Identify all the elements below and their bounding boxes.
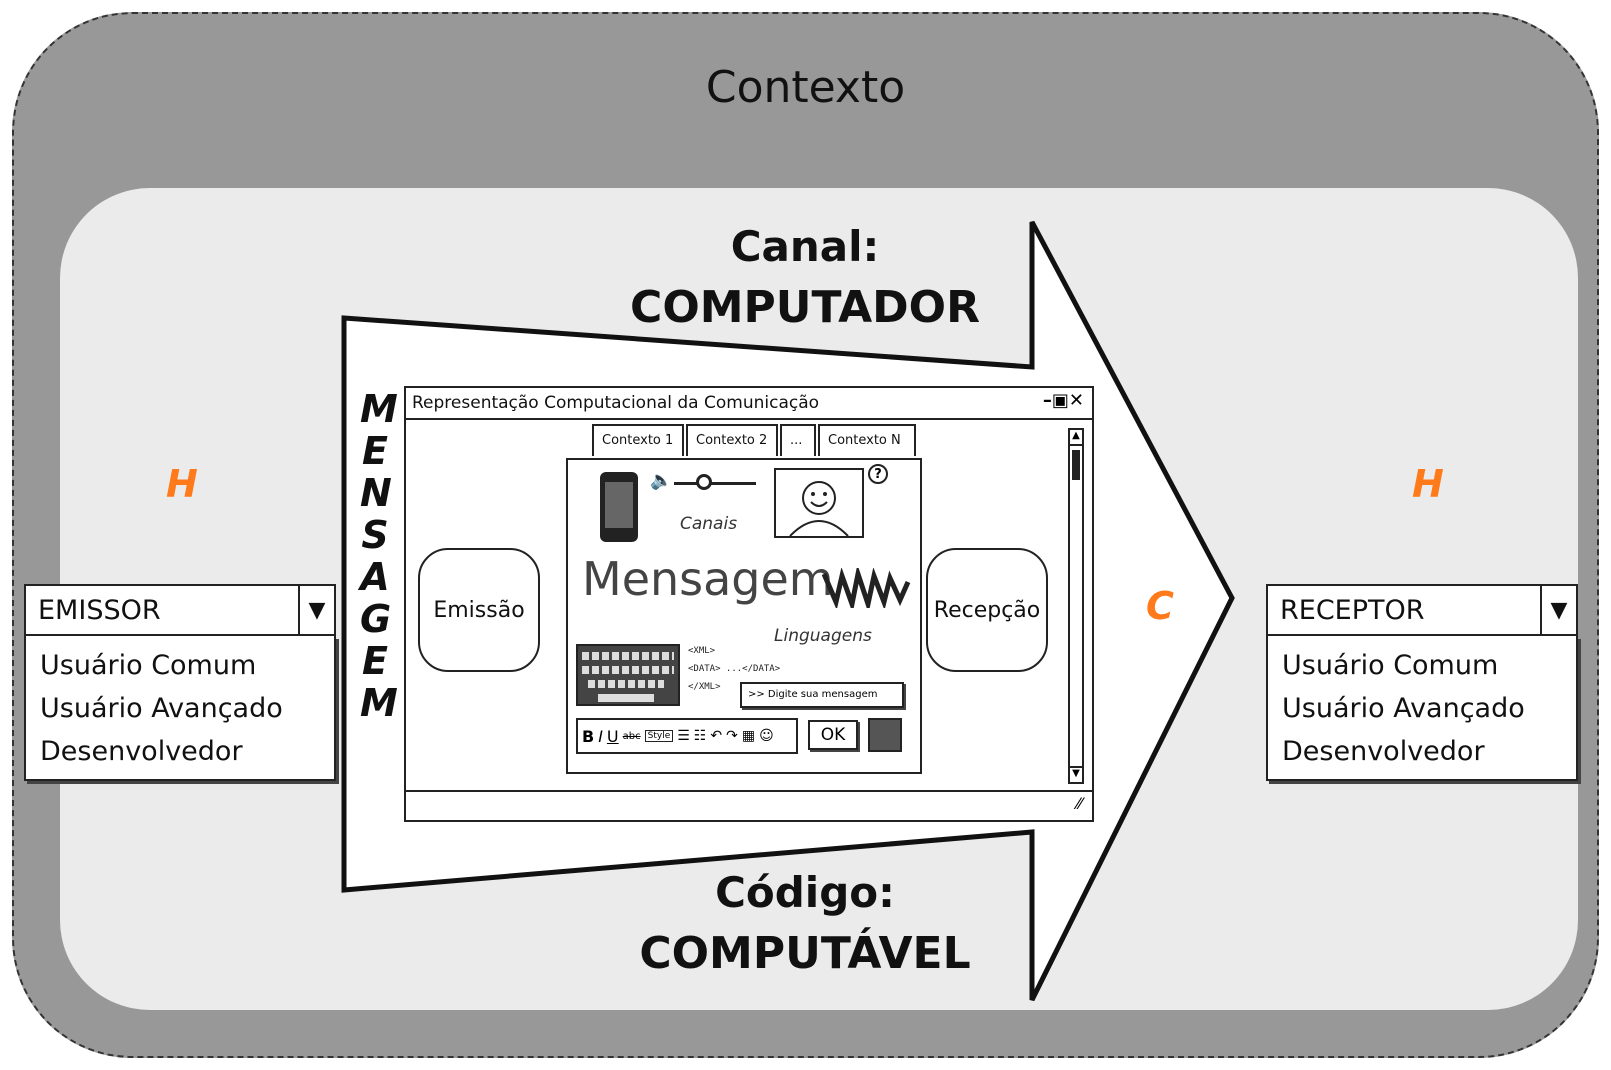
emoji-icon[interactable]: ☺ [759,728,774,744]
speaker-icon[interactable]: 🔈 [650,470,673,491]
status-bar: ⁄⁄ [406,790,1092,820]
emissor-option[interactable]: Desenvolvedor [40,736,243,767]
tab-contexto-2[interactable]: Contexto 2 [686,424,778,456]
format-toolbar: B I U abc Style ☰ ☷ ↶ ↷ ▦ ☺ [576,718,798,754]
list-icon[interactable]: ☰ [677,728,690,744]
help-icon[interactable]: ? [868,464,888,484]
underline-button[interactable]: U [606,726,619,746]
channel-label: Canal: [730,222,880,271]
h-right-label: H [1412,462,1444,506]
message-letter: E [362,639,388,683]
message-title: Mensagem [582,552,834,606]
emissor-select[interactable]: EMISSOR ▼ [24,584,336,636]
tab-contexto-1[interactable]: Contexto 1 [592,424,684,456]
keyboard-icon[interactable] [576,644,680,706]
message-panel: 🔈 Canais ? Mensagem Linguagens <XML> <DA… [566,458,922,774]
h-left-label: H [166,462,198,506]
avatar [774,468,864,538]
tab-more[interactable]: ... [780,424,816,456]
channel-value: COMPUTADOR [630,282,980,333]
undo-icon[interactable]: ↶ [710,728,723,744]
scroll-down-icon[interactable]: ▼ [1070,766,1082,782]
xml-line: <DATA> ...</DATA> [688,664,781,674]
window-title: Representação Computacional da Comunicaç… [406,388,1092,420]
emissor-dropdown[interactable]: EMISSOR ▼ Usuário Comum Usuário Avançado… [24,584,336,781]
message-letter: G [360,597,392,641]
phone-icon [600,472,638,542]
message-letter: S [361,513,389,557]
reception-box: Recepção [926,548,1048,672]
chevron-down-icon[interactable]: ▼ [1540,586,1576,634]
emissor-option[interactable]: Usuário Comum [40,650,257,681]
emission-box: Emissão [418,548,540,672]
tab-contexto-n[interactable]: Contexto N [818,424,916,456]
scroll-thumb[interactable] [1072,450,1080,480]
smiley-icon [789,481,849,537]
volume-slider[interactable] [674,482,756,485]
languages-label: Linguagens [774,626,872,646]
volume-slider-handle[interactable] [696,474,712,490]
receptor-options: Usuário Comum Usuário Avançado Desenvolv… [1266,636,1578,781]
emissor-options: Usuário Comum Usuário Avançado Desenvolv… [24,636,336,781]
receptor-select[interactable]: RECEPTOR ▼ [1266,584,1578,636]
message-letter: A [360,555,390,599]
color-picker[interactable] [868,718,902,752]
bold-button[interactable]: B [582,726,595,746]
scribble-icon [822,568,911,608]
image-icon[interactable]: ▦ [741,728,756,744]
vertical-scrollbar[interactable]: ▲ ▼ [1068,428,1084,784]
code-label: Código: [715,868,895,917]
receptor-selected-value: RECEPTOR [1280,594,1425,626]
numbered-list-icon[interactable]: ☷ [693,728,707,744]
channels-label: Canais [680,514,738,534]
context-title: Contexto [705,62,906,113]
message-letter: E [362,429,388,473]
message-letter: M [360,387,398,431]
chevron-down-icon[interactable]: ▼ [298,586,334,634]
xml-line: </XML> [688,682,721,692]
resize-grip-icon[interactable]: ⁄⁄ [1076,794,1082,813]
c-label: C [1146,584,1174,628]
xml-line: <XML> [688,646,716,656]
italic-button[interactable]: I [598,726,603,746]
strike-button[interactable]: abc [622,730,641,742]
message-vertical-label: M E N S A G E M [360,387,398,725]
receptor-option[interactable]: Usuário Comum [1282,650,1499,681]
emissor-option[interactable]: Usuário Avançado [40,693,283,724]
style-select[interactable]: Style [644,730,674,742]
redo-icon[interactable]: ↷ [726,728,738,744]
message-input[interactable]: >> Digite sua mensagem [740,682,904,708]
message-letter: M [360,681,398,725]
receptor-option[interactable]: Usuário Avançado [1282,693,1525,724]
reception-label: Recepção [933,597,1041,623]
receptor-option[interactable]: Desenvolvedor [1282,736,1485,767]
window-controls[interactable]: –▣✕ [1042,390,1084,411]
emissor-selected-value: EMISSOR [38,594,161,626]
emission-label: Emissão [433,597,525,623]
ok-button[interactable]: OK [808,720,858,750]
message-letter: N [360,471,392,515]
receptor-dropdown[interactable]: RECEPTOR ▼ Usuário Comum Usuário Avançad… [1266,584,1578,781]
scroll-up-icon[interactable]: ▲ [1070,430,1082,446]
code-value: COMPUTÁVEL [639,928,971,979]
